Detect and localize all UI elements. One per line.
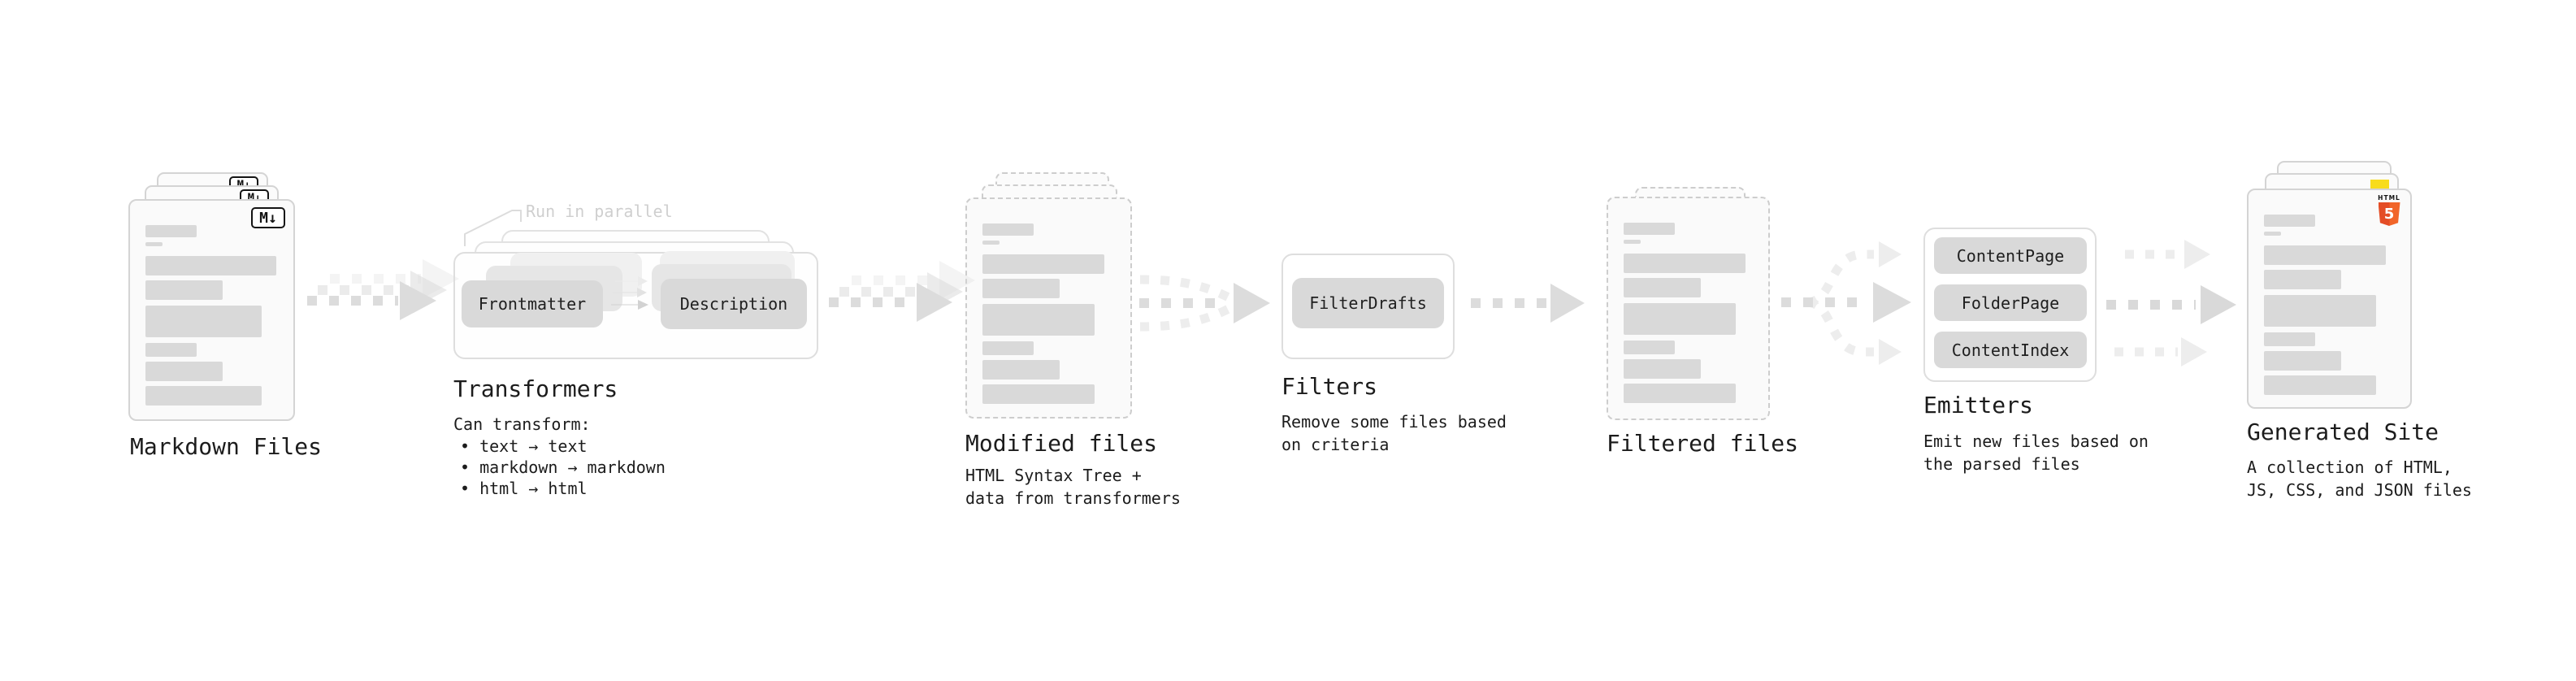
js-icon bbox=[2370, 180, 2389, 189]
doc-text-line bbox=[2264, 295, 2376, 327]
doc-text-line bbox=[1624, 340, 1675, 354]
filter-node-filterdrafts: FilterDrafts bbox=[1292, 278, 1444, 328]
emitters-title: Emitters bbox=[1923, 392, 2033, 419]
doc-text-line bbox=[982, 304, 1095, 336]
markdown-icon: M↓ bbox=[251, 207, 285, 228]
doc-text-line bbox=[145, 225, 197, 237]
doc-text-line bbox=[2264, 270, 2341, 289]
doc-text-line bbox=[2264, 375, 2376, 395]
doc-text-line bbox=[982, 341, 1034, 355]
doc-text-line bbox=[982, 279, 1060, 298]
generated-page-html: HTML 5 bbox=[2247, 189, 2412, 409]
modified-page-front bbox=[965, 197, 1132, 419]
bullet-item: • text → text bbox=[460, 436, 588, 456]
doc-text-line bbox=[145, 362, 223, 381]
modified-files-title: Modified files bbox=[965, 430, 1158, 457]
transformers-caption: Can transform: bbox=[453, 414, 591, 434]
stage-markdown-files: M↓ M↓ M↓ bbox=[128, 172, 295, 421]
doc-text-line bbox=[982, 254, 1104, 274]
arrow-modified-to-filters-fan-in bbox=[1139, 275, 1270, 332]
doc-text-line bbox=[2264, 232, 2281, 236]
doc-text-line bbox=[145, 242, 163, 246]
doc-text-line bbox=[1624, 278, 1701, 297]
doc-text-line bbox=[1624, 254, 1746, 273]
doc-text-line bbox=[145, 306, 262, 337]
bullet-item: • markdown → markdown bbox=[460, 458, 666, 477]
doc-text-line bbox=[1624, 384, 1736, 403]
arrow-filtered-to-emitters-fan-out bbox=[1781, 241, 1911, 365]
doc-text-line bbox=[982, 241, 1000, 245]
stage-generated-site: CSS HTML 5 bbox=[2247, 161, 2412, 410]
transformers-bullet-list: • text → text • markdown → markdown • ht… bbox=[460, 436, 666, 499]
emitters-caption: Emit new files based on the parsed files bbox=[1923, 432, 2149, 474]
doc-text-line bbox=[2264, 332, 2315, 346]
doc-text-line bbox=[145, 343, 197, 357]
stage-filtered-files bbox=[1607, 187, 1770, 420]
doc-text-line bbox=[1624, 223, 1675, 235]
filters-title: Filters bbox=[1281, 373, 1378, 400]
run-in-parallel-note: Run in parallel bbox=[526, 202, 673, 221]
doc-text-line bbox=[1624, 240, 1641, 244]
doc-text-line bbox=[145, 386, 262, 406]
arrow-transformers-to-modified bbox=[829, 261, 975, 322]
emitter-node-contentindex: ContentIndex bbox=[1934, 332, 2087, 368]
bullet-item: • html → html bbox=[460, 479, 588, 498]
emitter-node-folderpage: FolderPage bbox=[1934, 284, 2087, 321]
doc-text-placeholder bbox=[145, 225, 276, 406]
transformer-node-frontmatter: Frontmatter bbox=[462, 280, 603, 327]
doc-text-line bbox=[1624, 303, 1736, 335]
doc-text-line bbox=[2264, 351, 2341, 371]
html5-icon-shield: 5 bbox=[2378, 202, 2400, 226]
filtered-page-front bbox=[1607, 197, 1770, 420]
doc-text-line bbox=[982, 360, 1060, 380]
doc-text-line bbox=[982, 384, 1095, 404]
transformers-title: Transformers bbox=[453, 375, 618, 402]
generated-site-title: Generated Site bbox=[2247, 419, 2439, 445]
transformer-node-description: Description bbox=[661, 279, 807, 329]
stage-modified-files bbox=[965, 172, 1132, 419]
markdown-files-title: Markdown Files bbox=[130, 433, 323, 460]
markdown-page-front: M↓ bbox=[128, 199, 295, 421]
doc-text-line bbox=[145, 280, 223, 300]
html5-icon-label: HTML bbox=[2378, 194, 2400, 202]
doc-text-placeholder bbox=[982, 223, 1104, 404]
modified-files-caption: HTML Syntax Tree + data from transformer… bbox=[965, 466, 1181, 508]
arrow-markdown-to-transformers bbox=[307, 259, 459, 320]
doc-text-line bbox=[1624, 359, 1701, 379]
doc-text-placeholder bbox=[2264, 215, 2386, 395]
generated-site-caption: A collection of HTML, JS, CSS, and JSON … bbox=[2247, 458, 2472, 500]
emitter-node-contentpage: ContentPage bbox=[1934, 237, 2087, 274]
doc-text-line bbox=[982, 223, 1034, 236]
doc-text-placeholder bbox=[1624, 223, 1746, 403]
doc-text-line bbox=[145, 256, 276, 275]
filtered-files-title: Filtered files bbox=[1607, 430, 1799, 457]
doc-text-line bbox=[2264, 245, 2386, 265]
html5-icon: HTML 5 bbox=[2374, 194, 2404, 226]
doc-text-line bbox=[2264, 215, 2315, 227]
arrow-filters-to-filtered bbox=[1471, 284, 1585, 323]
arrow-emitters-to-generated bbox=[2106, 240, 2236, 367]
filters-caption: Remove some files based on criteria bbox=[1281, 412, 1507, 454]
